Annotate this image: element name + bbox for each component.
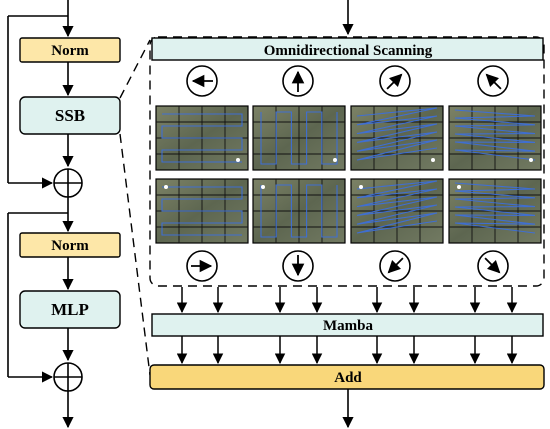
scan-start-dot	[236, 158, 240, 162]
scan-start-dot	[457, 185, 461, 189]
scanning-label: Omnidirectional Scanning	[264, 43, 433, 59]
arrow-up-right-icon	[379, 65, 411, 97]
scan-path-vertical	[260, 184, 338, 238]
scan-path-anti-diagonal	[454, 109, 536, 161]
top-direction-icons	[186, 65, 509, 97]
mamba-box	[151, 313, 544, 337]
zoom-connector-top	[119, 39, 151, 99]
scan-tile-anti-diagonal-1	[448, 105, 542, 171]
norm-box-1	[19, 37, 121, 63]
norm-box-2	[19, 232, 121, 258]
arrow-down-icon	[282, 250, 314, 282]
scan-path-horizontal	[161, 186, 243, 236]
add-box	[149, 364, 545, 390]
bottom-direction-icons	[186, 250, 509, 282]
arrow-up-icon	[282, 65, 314, 97]
add-input-arrows	[176, 336, 518, 365]
ssb-box	[19, 96, 121, 135]
scan-start-dot	[333, 158, 337, 162]
scan-start-dot	[164, 185, 168, 189]
scan-path-vertical	[260, 111, 338, 165]
mamba-input-arrows	[176, 287, 518, 314]
right-panel: Omnidirectional Scanning Mamba Add	[149, 0, 545, 429]
norm-label-1: Norm	[51, 43, 89, 59]
arrow-up-left-icon	[477, 65, 509, 97]
scan-tile-vertical-2	[252, 178, 346, 244]
scan-tiles	[155, 105, 542, 244]
scan-tile-diagonal-1	[350, 105, 444, 171]
scan-tile-anti-diagonal-2	[448, 178, 542, 244]
add-label: Add	[334, 370, 362, 386]
scan-tile-diagonal-2	[350, 178, 444, 244]
mlp-label: MLP	[51, 300, 89, 319]
scan-tile-horizontal-1	[155, 105, 249, 171]
arrow-down-left-icon	[379, 250, 411, 282]
norm-label-2: Norm	[51, 238, 89, 254]
scan-start-dot	[431, 158, 435, 162]
zoom-connector-bottom	[119, 133, 151, 376]
scanning-box	[151, 37, 544, 61]
ssb-label: SSB	[55, 106, 85, 125]
scan-path-diagonal	[356, 180, 438, 234]
residual-add-icon-2	[53, 362, 83, 392]
ssb-detail-border	[149, 36, 545, 287]
scan-path-diagonal	[356, 107, 438, 161]
scan-tile-vertical-1	[252, 105, 346, 171]
scan-path-anti-diagonal	[454, 182, 536, 234]
scan-tile-horizontal-2	[155, 178, 249, 244]
mamba-label: Mamba	[323, 318, 373, 334]
arrow-left-icon	[186, 65, 218, 97]
arrow-down-right-icon	[477, 250, 509, 282]
mlp-box	[19, 290, 121, 329]
arrow-right-icon	[186, 250, 218, 282]
residual-add-icon-1	[53, 168, 83, 198]
left-column: Norm SSB Norm MLP	[7, 0, 121, 429]
scan-path-horizontal	[161, 113, 243, 163]
scan-start-dot	[359, 185, 363, 189]
scan-start-dot	[261, 185, 265, 189]
scan-start-dot	[529, 158, 533, 162]
